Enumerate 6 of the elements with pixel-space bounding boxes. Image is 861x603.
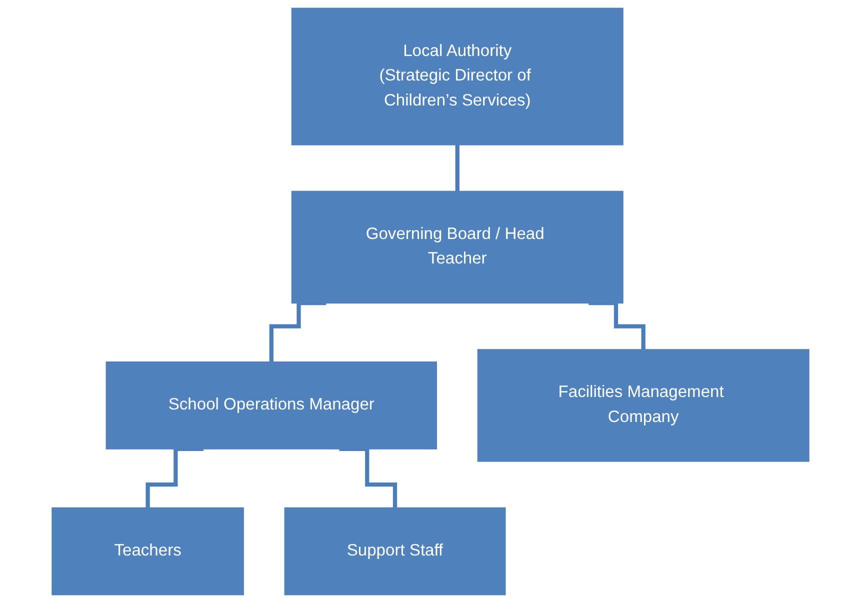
node-box: Governing Board / Head Teacher xyxy=(291,190,624,304)
node-box: School Operations Manager xyxy=(106,361,437,450)
node-box: Facilities Management Company xyxy=(477,349,810,462)
node-box: Support Staff xyxy=(284,507,506,596)
node-box: Teachers xyxy=(52,507,244,596)
node-box: Local Authority (Strategic Director of Children’s Services) xyxy=(291,8,624,146)
